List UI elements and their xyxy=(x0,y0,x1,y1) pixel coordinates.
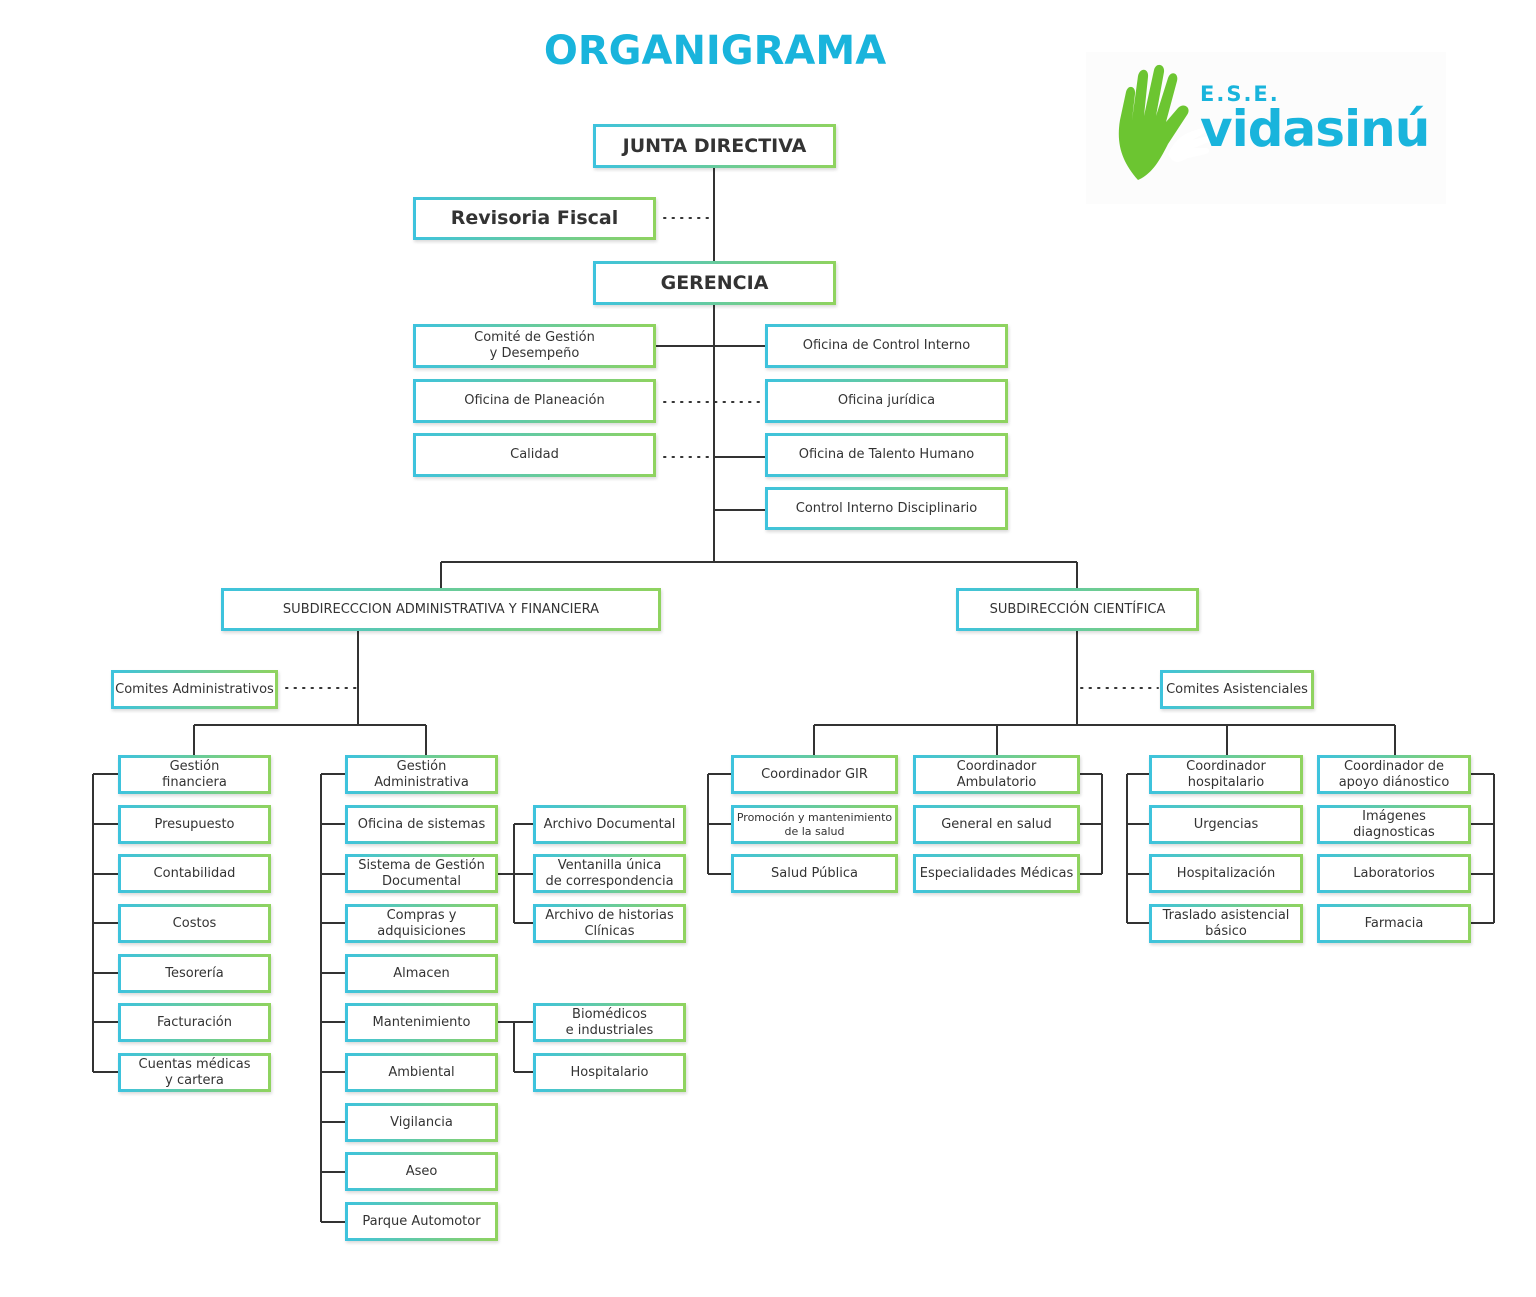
node-ventanilla-unica: Ventanilla única de correspondencia xyxy=(533,854,686,893)
node-costos: Costos xyxy=(118,904,271,943)
node-cuentas-medicas: Cuentas médicas y cartera xyxy=(118,1053,271,1092)
logo-name-text: vidasinú xyxy=(1200,100,1430,158)
node-parque-automotor: Parque Automotor xyxy=(345,1202,498,1241)
node-laboratorios: Laboratorios xyxy=(1317,854,1471,893)
node-coordinador-hospitalario: Coordinador hospitalario xyxy=(1149,755,1303,794)
page-title: ORGANIGRAMA xyxy=(543,28,887,74)
node-almacen: Almacen xyxy=(345,954,498,993)
node-mantenimiento: Mantenimiento xyxy=(345,1003,498,1042)
node-control-interno: Oficina de Control Interno xyxy=(765,324,1008,368)
node-junta-directiva: JUNTA DIRECTIVA xyxy=(593,124,836,168)
node-promocion-salud: Promoción y mantenimiento de la salud xyxy=(731,805,898,844)
node-traslado-asistencial: Traslado asistencial básico xyxy=(1149,904,1303,943)
node-aseo: Aseo xyxy=(345,1152,498,1191)
node-archivo-documental: Archivo Documental xyxy=(533,805,686,844)
node-comites-asistenciales: Comites Asistenciales xyxy=(1160,670,1314,709)
node-imagenes-diagnosticas: Imágenes diagnosticas xyxy=(1317,805,1471,844)
logo-ese-text: E.S.E. xyxy=(1200,82,1280,106)
node-compras: Compras y adquisiciones xyxy=(345,904,498,943)
node-control-disciplinario: Control Interno Disciplinario xyxy=(765,487,1008,530)
node-contabilidad: Contabilidad xyxy=(118,854,271,893)
node-revisoria-fiscal: Revisoria Fiscal xyxy=(413,197,656,240)
node-calidad: Calidad xyxy=(413,433,656,477)
node-talento-humano: Oficina de Talento Humano xyxy=(765,433,1008,477)
node-salud-publica: Salud Pública xyxy=(731,854,898,893)
node-comites-administrativos: Comites Administrativos xyxy=(111,670,278,709)
node-coordinador-gir: Coordinador GIR xyxy=(731,755,898,794)
node-general-salud: General en salud xyxy=(913,805,1080,844)
node-juridica: Oficina jurídica xyxy=(765,379,1008,423)
node-archivo-historias: Archivo de historias Clínicas xyxy=(533,904,686,943)
node-vigilancia: Vigilancia xyxy=(345,1103,498,1142)
node-coordinador-apoyo: Coordinador de apoyo diánostico xyxy=(1317,755,1471,794)
hands-icon xyxy=(1118,64,1212,180)
node-tesoreria: Tesorería xyxy=(118,954,271,993)
node-farmacia: Farmacia xyxy=(1317,904,1471,943)
node-subdireccion-administrativa: SUBDIRECCCION ADMINISTRATIVA Y FINANCIER… xyxy=(221,588,661,631)
node-sistema-gestion-documental: Sistema de Gestión Documental xyxy=(345,854,498,893)
node-comite-gestion: Comité de Gestión y Desempeño xyxy=(413,324,656,368)
node-ambiental: Ambiental xyxy=(345,1053,498,1092)
node-biomedicos: Biomédicos e industriales xyxy=(533,1003,686,1042)
node-gestion-financiera: Gestión financiera xyxy=(118,755,271,794)
node-hospitalario: Hospitalario xyxy=(533,1053,686,1092)
node-subdireccion-cientifica: SUBDIRECCIÓN CIENTÍFICA xyxy=(956,588,1199,631)
node-urgencias: Urgencias xyxy=(1149,805,1303,844)
node-facturacion: Facturación xyxy=(118,1003,271,1042)
node-coordinador-ambulatorio: Coordinador Ambulatorio xyxy=(913,755,1080,794)
node-hospitalizacion: Hospitalización xyxy=(1149,854,1303,893)
node-oficina-sistemas: Oficina de sistemas xyxy=(345,805,498,844)
node-presupuesto: Presupuesto xyxy=(118,805,271,844)
logo: E.S.E. vidasinú xyxy=(1086,52,1446,204)
node-gestion-administrativa: Gestión Administrativa xyxy=(345,755,498,794)
node-especialidades-medicas: Especialidades Médicas xyxy=(913,854,1080,893)
node-planeacion: Oficina de Planeación xyxy=(413,379,656,423)
node-gerencia: GERENCIA xyxy=(593,261,836,305)
